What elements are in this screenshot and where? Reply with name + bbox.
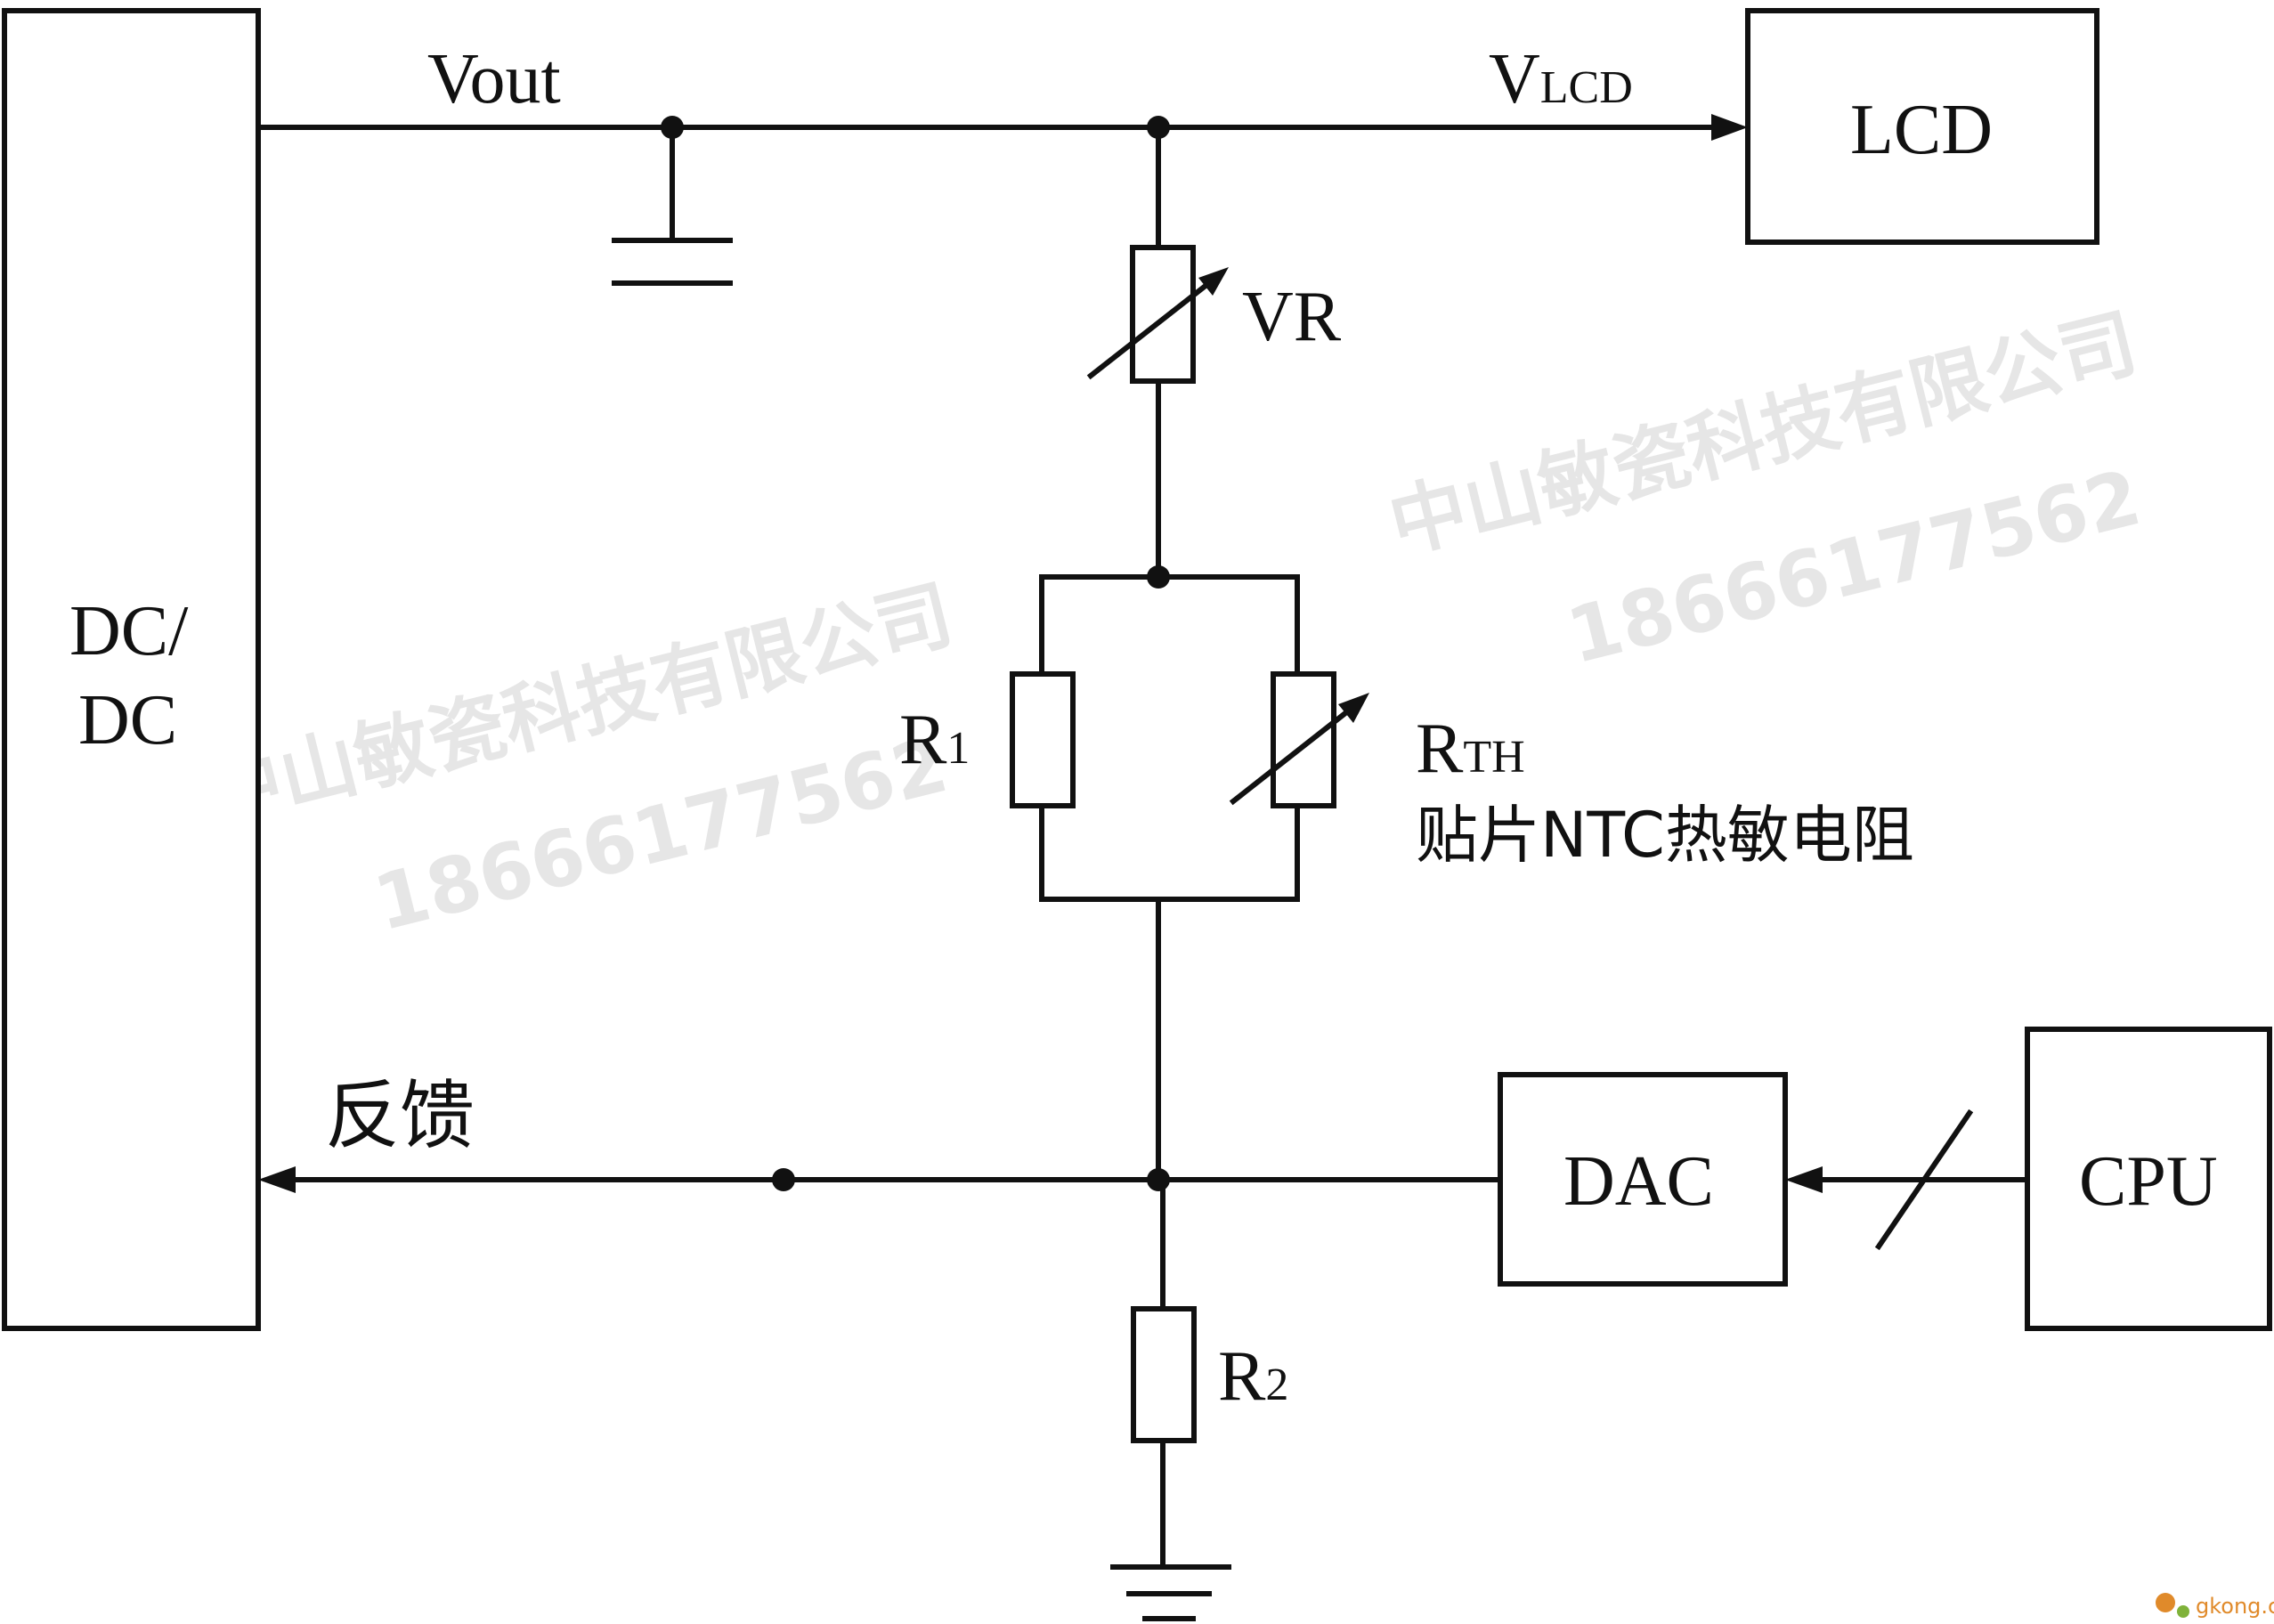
r2-resistor: [1131, 1306, 1197, 1443]
lcd-label: LCD: [1850, 91, 1993, 169]
rth-thermistor: [1271, 671, 1336, 808]
rth-adjust-line: [1229, 699, 1362, 806]
dac-block: [1498, 1072, 1788, 1287]
dcdc-label-line1: DC/: [69, 592, 189, 670]
vr-resistor: [1130, 245, 1196, 384]
dcdc-label-line2: DC: [78, 681, 177, 759]
gear-icon-small: [2177, 1605, 2189, 1618]
lcd-block: [1745, 8, 2099, 245]
vout-label: Vout: [427, 40, 561, 118]
r1-label-main: R: [899, 701, 947, 779]
r1-label-sub: 1: [946, 723, 970, 774]
r2-label-main: R: [1218, 1337, 1266, 1416]
cpu-block: [2025, 1027, 2272, 1331]
vr-adjust-arrowhead: [1198, 267, 1229, 296]
feedback-junction: [772, 1168, 795, 1191]
feedback-label: 反馈: [325, 1072, 475, 1159]
rth-label-main: R: [1416, 710, 1464, 788]
r1-resistor: [1010, 671, 1076, 808]
rth-description: 贴片NTC热敏电阻: [1416, 799, 1914, 872]
r2-label-sub: 2: [1265, 1360, 1288, 1410]
vr-label: VR: [1242, 278, 1342, 356]
dcdc-block: [2, 8, 261, 1331]
r2-label: R2: [1218, 1337, 1288, 1416]
gear-icon: [2156, 1593, 2175, 1612]
site-logo-text: gkong.com: [2196, 1594, 2274, 1619]
vr-adjust-line: [1086, 272, 1222, 380]
vlcd-arrowhead: [1711, 114, 1748, 141]
dac-input-arrowhead: [1785, 1166, 1823, 1193]
rth-label: RTH: [1416, 710, 1525, 788]
cpu-label: CPU: [2079, 1142, 2218, 1221]
vlcd-label: VLCD: [1489, 40, 1633, 118]
r1-label: R1: [899, 701, 970, 779]
site-logo: gkong.com: [2156, 1593, 2274, 1619]
vlcd-label-main: V: [1489, 40, 1540, 118]
rth-label-sub: TH: [1463, 732, 1524, 783]
bus-slash: [1874, 1108, 1974, 1251]
rth-adjust-arrowhead: [1338, 693, 1369, 723]
vlcd-label-sub: LCD: [1540, 62, 1633, 113]
dac-label: DAC: [1563, 1142, 1714, 1221]
feedback-arrowhead: [258, 1166, 296, 1193]
